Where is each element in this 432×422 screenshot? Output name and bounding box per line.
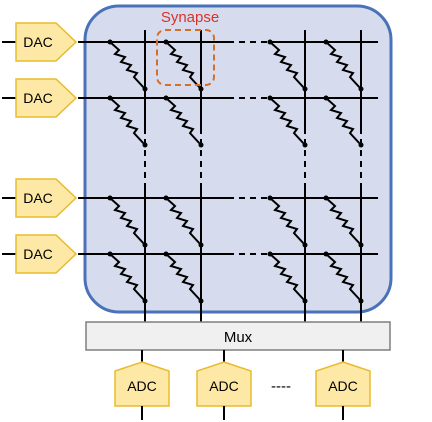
dac-label: DAC — [23, 190, 53, 206]
dac-triangle-icon: DAC — [15, 22, 78, 62]
cell-node — [358, 142, 364, 148]
cell-node — [142, 86, 148, 92]
resistor-cell-icon — [323, 95, 364, 148]
resistor-cell-icon — [163, 195, 204, 248]
resistor-cell-icon — [267, 95, 308, 148]
mux-block — [85, 321, 391, 351]
cell-node — [198, 242, 204, 248]
dac-label: DAC — [23, 246, 53, 262]
cell-node — [302, 242, 308, 248]
cell-resistor — [325, 197, 362, 246]
cell-resistor — [165, 41, 202, 90]
dac-shape — [15, 178, 78, 218]
dac-triangle-icon: DAC — [15, 78, 78, 118]
resistor-cell-icon — [107, 95, 148, 148]
resistor-cell-icon — [267, 195, 308, 248]
cell-node — [142, 142, 148, 148]
cell-resistor — [109, 197, 146, 246]
dac-triangle-icon: DAC — [15, 178, 78, 218]
cell-resistor — [165, 197, 202, 246]
cell-resistor — [109, 41, 146, 90]
resistor-cell-icon — [323, 39, 364, 92]
dac-label: DAC — [23, 34, 53, 50]
resistor-cell-icon — [163, 251, 204, 304]
cell-resistor — [269, 97, 306, 146]
cell-resistor — [269, 197, 306, 246]
cell-node — [358, 242, 364, 248]
cell-node — [142, 242, 148, 248]
cell-node — [358, 86, 364, 92]
cell-node — [198, 142, 204, 148]
dac-shape — [15, 234, 78, 274]
synapse-label: Synapse — [161, 9, 219, 26]
cell-resistor — [269, 41, 306, 90]
synapse-highlight-box — [156, 29, 215, 86]
cell-resistor — [269, 253, 306, 302]
crossbar-array-region — [83, 4, 393, 314]
dac-shape — [15, 78, 78, 118]
resistor-cell-icon — [323, 251, 364, 304]
cell-node — [302, 142, 308, 148]
cell-resistor — [325, 41, 362, 90]
adc-pentagon-icon: ADC — [114, 350, 170, 420]
cell-node — [302, 298, 308, 304]
synapse-cells — [107, 39, 364, 304]
dac-shape — [15, 22, 78, 62]
resistor-cell-icon — [267, 251, 308, 304]
resistor-cell-icon — [107, 195, 148, 248]
cell-node — [302, 86, 308, 92]
resistor-cell-icon — [163, 95, 204, 148]
resistor-cell-icon — [267, 39, 308, 92]
cell-resistor — [165, 97, 202, 146]
adc-label: ADC — [209, 378, 239, 394]
adc-label: ADC — [328, 378, 358, 394]
adc-converters: ADC ADC ADC — [114, 350, 371, 420]
adc-ellipsis: ---- — [271, 378, 291, 395]
adc-pentagon-icon: ADC — [315, 350, 371, 420]
resistor-cell-icon — [107, 39, 148, 92]
dac-drivers: DAC DAC DAC DAC — [15, 22, 78, 274]
cell-node — [358, 298, 364, 304]
resistor-cell-icon — [163, 39, 204, 92]
cell-resistor — [325, 97, 362, 146]
adc-label: ADC — [127, 378, 157, 394]
adc-pentagon-icon: ADC — [196, 350, 252, 420]
dac-triangle-icon: DAC — [15, 234, 78, 274]
resistor-cell-icon — [107, 251, 148, 304]
dac-label: DAC — [23, 90, 53, 106]
cell-node — [198, 86, 204, 92]
cell-node — [198, 298, 204, 304]
cell-resistor — [109, 97, 146, 146]
cell-resistor — [109, 253, 146, 302]
mux-label: Mux — [224, 329, 253, 346]
cell-resistor — [165, 253, 202, 302]
cell-resistor — [325, 253, 362, 302]
resistor-cell-icon — [323, 195, 364, 248]
cell-node — [142, 298, 148, 304]
